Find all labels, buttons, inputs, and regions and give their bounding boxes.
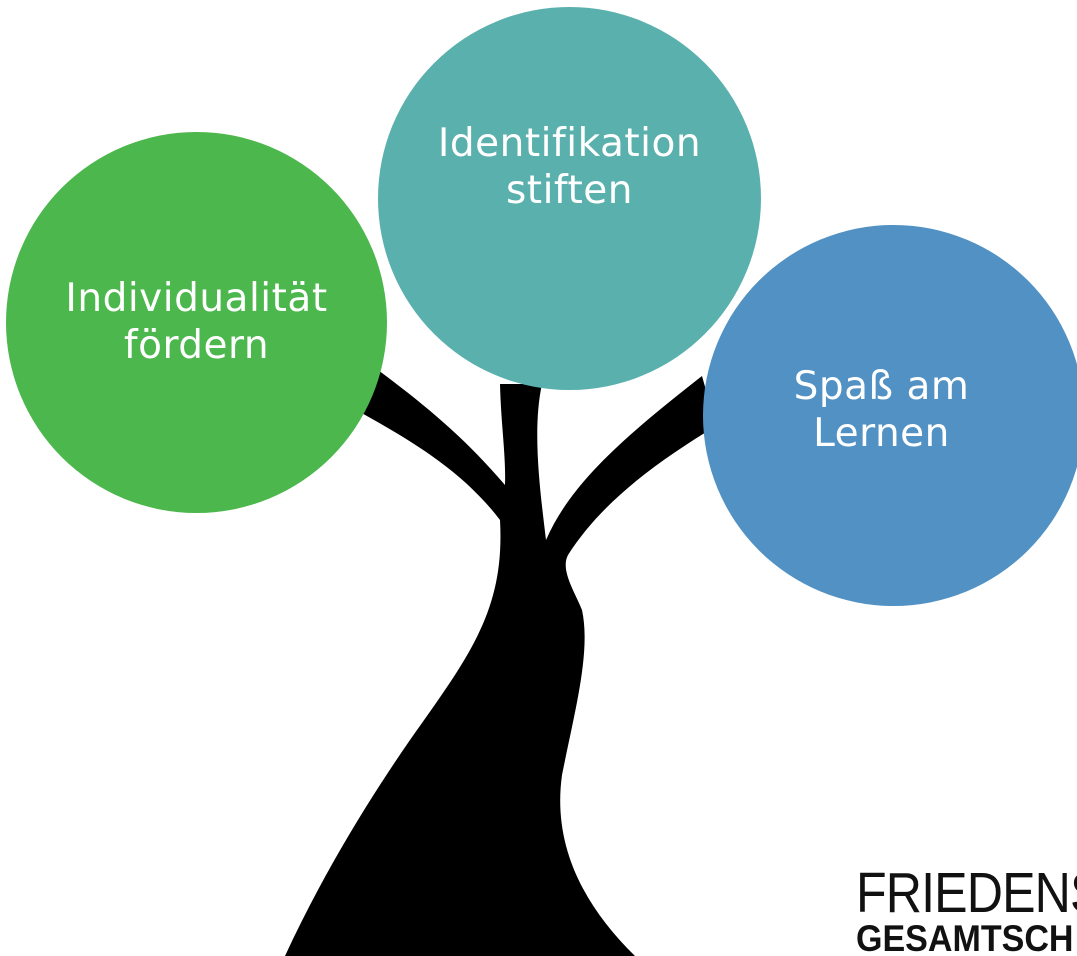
bubble-identifikation-line1: Identifikation (437, 120, 702, 166)
bubble-individualitaet: Individualität fördern (6, 132, 387, 513)
school-logo: FRIEDENS GESAMTSCH (856, 865, 1077, 956)
bubble-spass-line1: Spaß am (793, 363, 970, 409)
bubble-spass-am-lernen: Spaß am Lernen (703, 225, 1077, 606)
tree-trunk-and-branches (285, 370, 716, 956)
logo-line1: FRIEDENS (856, 861, 1077, 925)
bubble-individualitaet-line1: Individualität (65, 275, 328, 321)
bubble-spass-line2: Lernen (813, 410, 950, 456)
bubble-identifikation-line2: stiften (505, 167, 633, 213)
bubble-individualitaet-line2: fördern (123, 322, 270, 368)
logo-line2: GESAMTSCH (856, 918, 1074, 956)
bubble-identifikation: Identifikation stiften (378, 7, 761, 390)
